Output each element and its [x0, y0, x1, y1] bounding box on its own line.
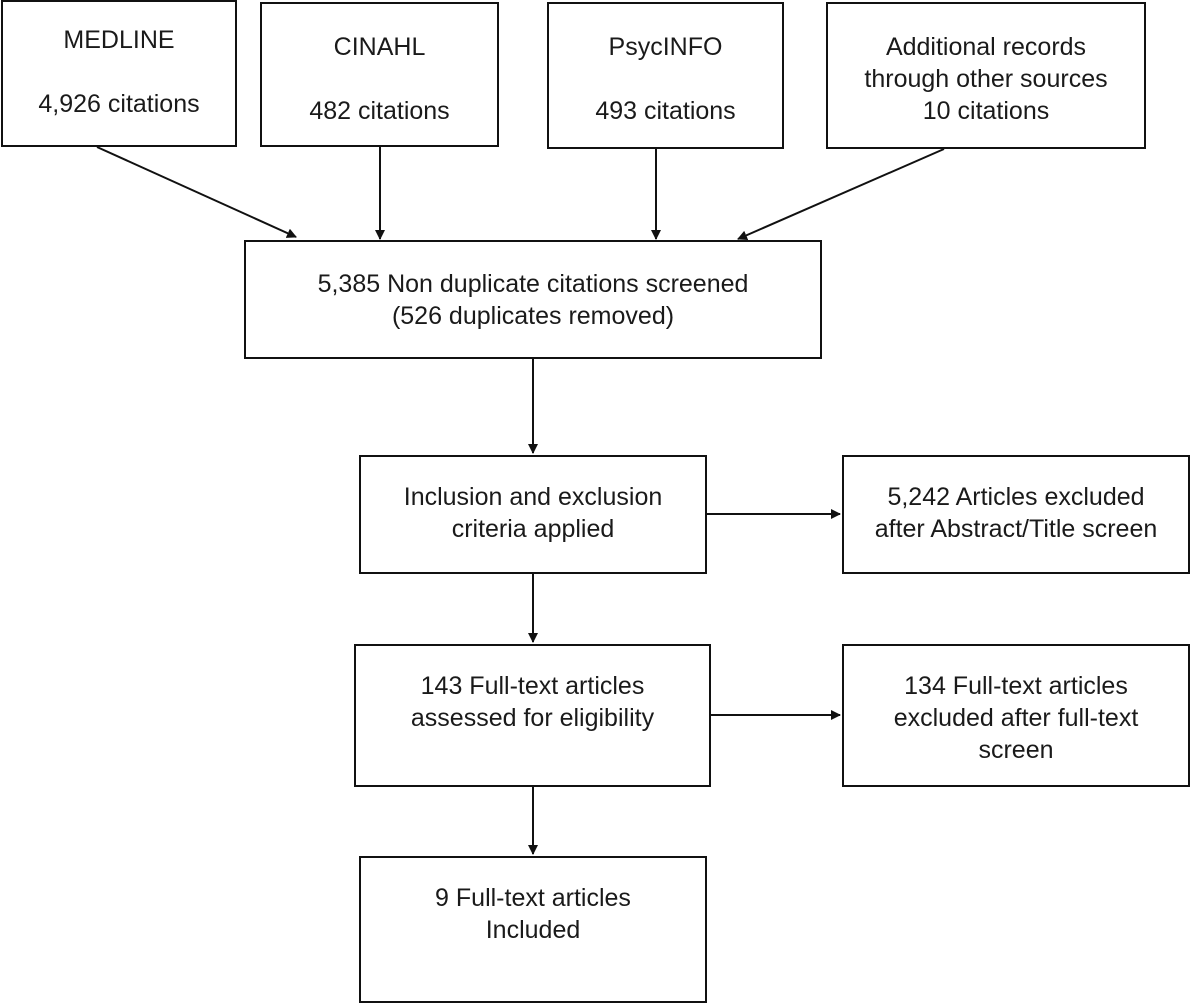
- excluded-abstract-box: 5,242 Articles excluded after Abstract/T…: [842, 455, 1190, 574]
- screened-box: 5,385 Non duplicate citations screened (…: [244, 240, 822, 359]
- included-line2: Included: [485, 916, 581, 944]
- screened-line1: 5,385 Non duplicate citations screened: [317, 270, 749, 298]
- screened-line2: (526 duplicates removed): [391, 302, 675, 330]
- excluded-fulltext-line3: screen: [978, 736, 1054, 764]
- excluded-abstract-line1: 5,242 Articles excluded: [887, 483, 1145, 511]
- source-name-psycinfo: PsycINFO: [608, 33, 723, 61]
- source-name-cinahl: CINAHL: [333, 33, 426, 61]
- excluded-abstract-line2: after Abstract/Title screen: [874, 515, 1158, 543]
- source-box-psycinfo: PsycINFO 493 citations: [547, 2, 784, 149]
- criteria-box: Inclusion and exclusion criteria applied: [359, 455, 707, 574]
- source-name-other-line2: through other sources: [864, 65, 1108, 93]
- source-box-other: Additional records through other sources…: [826, 2, 1146, 149]
- fulltext-assessed-box: 143 Full-text articles assessed for elig…: [354, 644, 711, 787]
- fulltext-assessed-line2: assessed for eligibility: [410, 704, 655, 732]
- included-line1: 9 Full-text articles: [435, 884, 631, 912]
- source-count-other: 10 citations: [922, 97, 1050, 125]
- source-name-other-line1: Additional records: [885, 33, 1087, 61]
- criteria-line2: criteria applied: [451, 515, 615, 543]
- source-name-medline: MEDLINE: [63, 26, 175, 54]
- source-count-psycinfo: 493 citations: [595, 97, 736, 125]
- source-box-cinahl: CINAHL 482 citations: [260, 2, 499, 147]
- excluded-fulltext-line1: 134 Full-text articles: [904, 672, 1128, 700]
- source-box-medline: MEDLINE 4,926 citations: [1, 0, 237, 147]
- excluded-fulltext-box: 134 Full-text articles excluded after fu…: [842, 644, 1190, 787]
- fulltext-assessed-line1: 143 Full-text articles: [420, 672, 645, 700]
- excluded-fulltext-line2: excluded after full-text: [893, 704, 1139, 732]
- source-count-medline: 4,926 citations: [38, 90, 200, 118]
- arrow-medline-to-screened: [96, 146, 297, 238]
- included-box: 9 Full-text articles Included: [359, 856, 707, 1003]
- criteria-line1: Inclusion and exclusion: [403, 483, 663, 511]
- arrow-other-to-screened: [737, 148, 945, 240]
- source-count-cinahl: 482 citations: [309, 97, 450, 125]
